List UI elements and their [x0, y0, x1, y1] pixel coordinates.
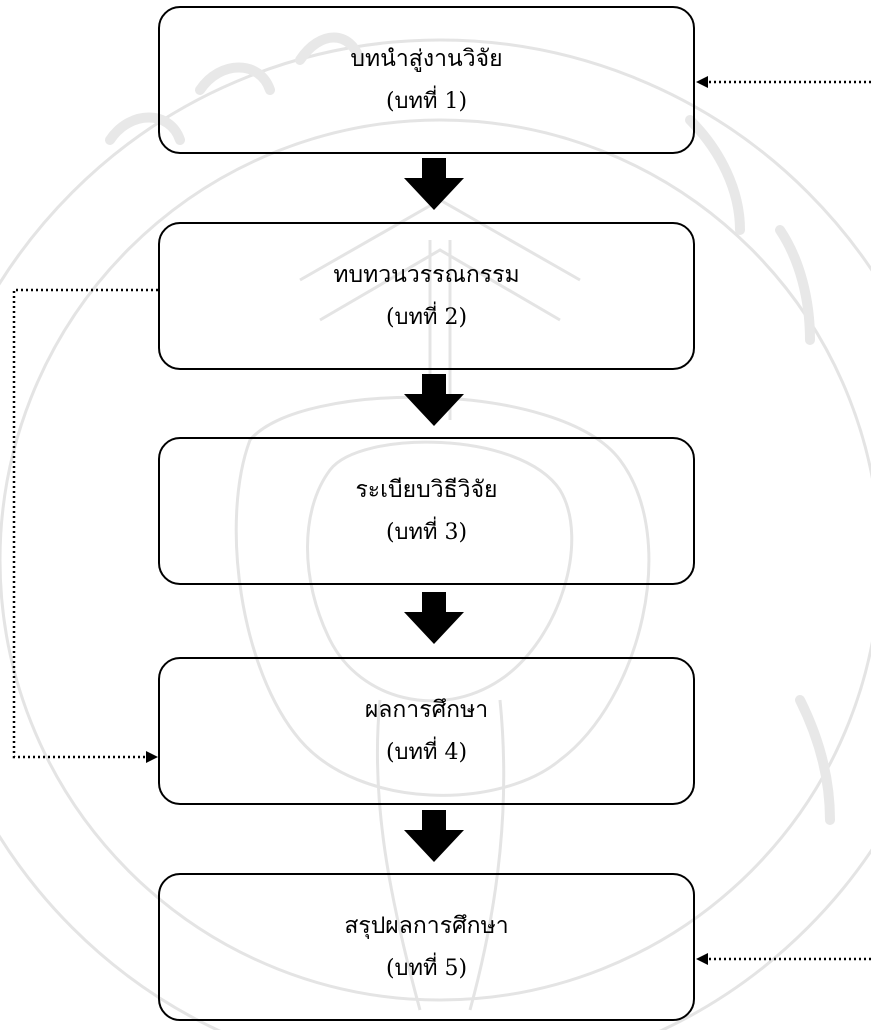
- down-arrow-1: [404, 158, 464, 210]
- box-title: บทนำสู่งานวิจัย: [350, 46, 503, 72]
- dotted-connector-right-top: [696, 76, 871, 88]
- flow-box-chapter-2: ทบทวนวรรณกรรม (บทที่ 2): [158, 222, 695, 370]
- box-title: สรุปผลการศึกษา: [344, 913, 509, 939]
- box-subtitle: (บทที่ 1): [385, 89, 468, 114]
- flow-box-chapter-3: ระเบียบวิธีวิจัย (บทที่ 3): [158, 437, 695, 585]
- flow-box-chapter-4: ผลการศึกษา (บทที่ 4): [158, 657, 695, 805]
- down-arrow-4: [404, 810, 464, 862]
- box-title: ระเบียบวิธีวิจัย: [355, 477, 498, 503]
- box-title: ทบทวนวรรณกรรม: [333, 262, 520, 288]
- box-subtitle: (บทที่ 5): [385, 956, 468, 981]
- flow-box-chapter-5: สรุปผลการศึกษา (บทที่ 5): [158, 873, 695, 1021]
- flow-box-chapter-1: บทนำสู่งานวิจัย (บทที่ 1): [158, 6, 695, 154]
- box-subtitle: (บทที่ 3): [385, 520, 468, 545]
- box-subtitle: (บทที่ 4): [385, 740, 468, 765]
- dotted-connector-left: [12, 288, 158, 763]
- down-arrow-3: [404, 592, 464, 644]
- down-arrow-2: [404, 374, 464, 426]
- dotted-connector-right-bottom: [696, 953, 871, 965]
- box-title: ผลการศึกษา: [364, 697, 489, 723]
- box-subtitle: (บทที่ 2): [385, 305, 468, 330]
